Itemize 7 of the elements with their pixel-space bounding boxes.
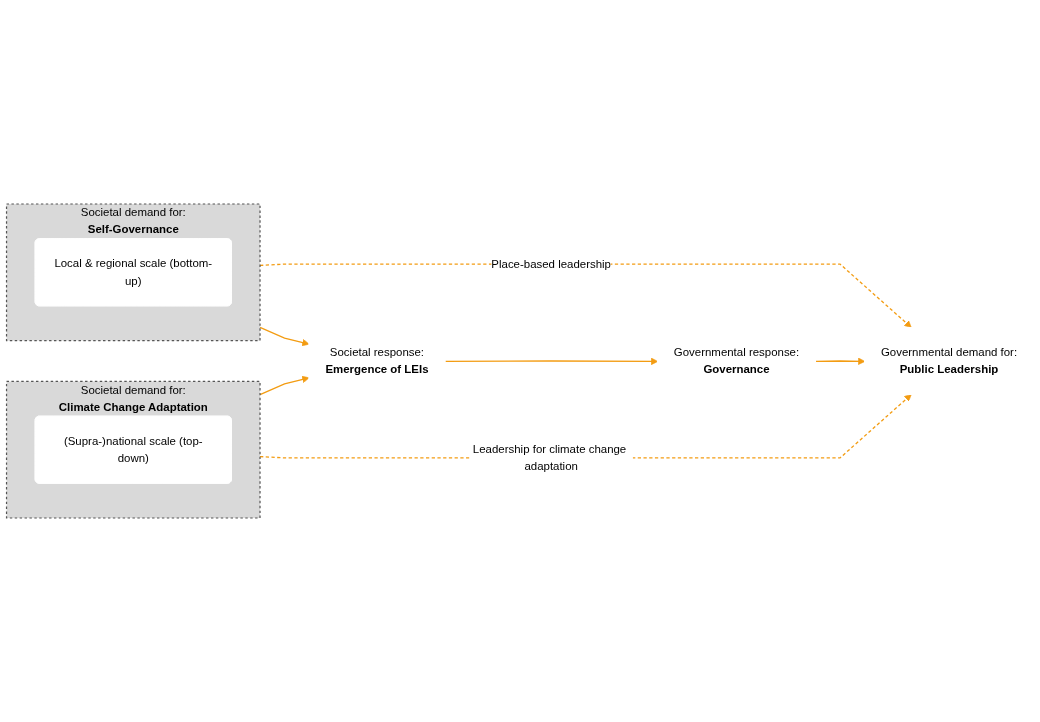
node-text: Governmental response: Governance bbox=[673, 345, 800, 376]
edge-label: Leadership for climate change adaptation bbox=[472, 442, 627, 473]
edge-label: Place-based leadership bbox=[491, 257, 611, 271]
arrow bbox=[444, 357, 659, 365]
arrow bbox=[815, 357, 866, 365]
node-text: Governmental demand for: Public Leadership bbox=[880, 345, 1018, 376]
node-text: Societal response: Emergence of LEIs bbox=[325, 345, 429, 376]
